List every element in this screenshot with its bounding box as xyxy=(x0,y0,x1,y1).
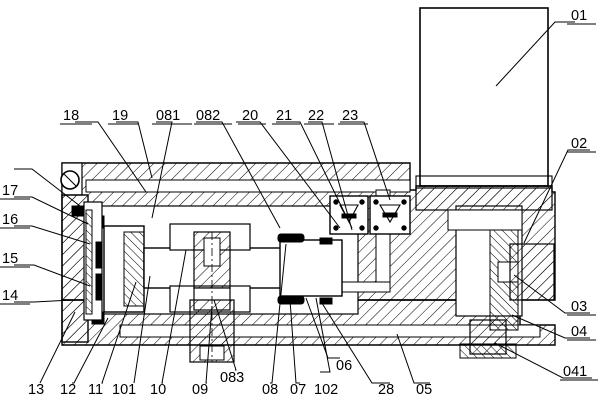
label-10: 10 xyxy=(150,382,166,398)
valve-blocks xyxy=(329,195,411,235)
label-082: 082 xyxy=(196,108,220,124)
label-07: 07 xyxy=(290,382,306,398)
label-04: 04 xyxy=(571,324,587,340)
label-18: 18 xyxy=(63,108,79,124)
label-19: 19 xyxy=(112,108,128,124)
label-14: 14 xyxy=(2,288,18,304)
label-02: 02 xyxy=(571,136,587,152)
label-05: 05 xyxy=(416,382,432,398)
label-11: 11 xyxy=(88,382,103,398)
label-15: 15 xyxy=(2,251,18,267)
label-102: 102 xyxy=(314,382,338,398)
end-cover xyxy=(60,170,103,321)
part-labels: 01 02 03 04 041 05 06 07 08 083 09 10 10… xyxy=(2,8,587,398)
motor-01 xyxy=(415,7,553,187)
label-13: 13 xyxy=(28,382,44,398)
label-083: 083 xyxy=(220,370,244,386)
label-09: 09 xyxy=(192,382,208,398)
label-03: 03 xyxy=(571,299,587,315)
label-06: 06 xyxy=(336,358,352,374)
label-081: 081 xyxy=(156,108,180,124)
label-20: 20 xyxy=(242,108,258,124)
leader-lines xyxy=(14,21,592,384)
label-28: 28 xyxy=(378,382,394,398)
label-22: 22 xyxy=(308,108,324,124)
label-08: 08 xyxy=(262,382,278,398)
label-041: 041 xyxy=(563,364,587,380)
label-23: 23 xyxy=(342,108,358,124)
label-underlines xyxy=(0,23,598,381)
label-01: 01 xyxy=(571,8,587,24)
label-17: 17 xyxy=(2,183,18,199)
right-fitting xyxy=(459,243,555,359)
label-101: 101 xyxy=(112,382,136,398)
label-12: 12 xyxy=(60,382,76,398)
label-16: 16 xyxy=(2,212,18,228)
label-21: 21 xyxy=(276,108,292,124)
